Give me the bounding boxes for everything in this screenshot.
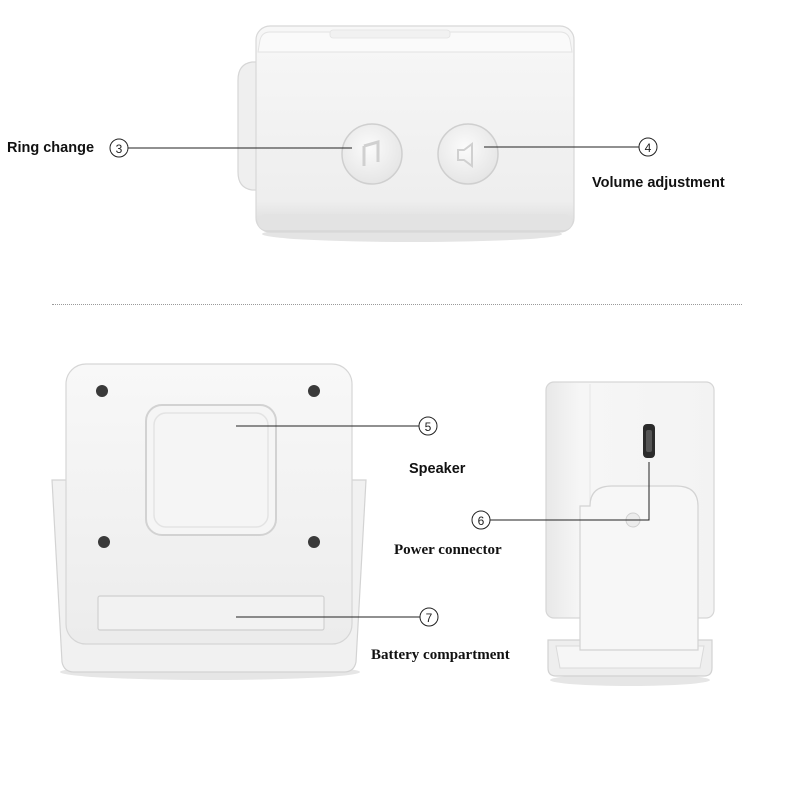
screw-hole [98,536,110,548]
volume-button [437,123,499,185]
callout-number-7: 7 [426,611,433,625]
callout-number-5: 5 [425,420,432,434]
callout-number-4: 4 [645,141,652,155]
speaker-unit-illustration [51,363,367,680]
top-device-illustration [237,25,575,242]
speaker-grille [145,404,277,536]
label-battery-compartment: Battery compartment [371,647,510,663]
callout-number-6: 6 [478,514,485,528]
label-ring-change: Ring change [7,140,95,156]
screw-hole [96,385,108,397]
label-speaker: Speaker [409,461,466,477]
screw-hole [308,536,320,548]
ring-change-button [341,123,403,185]
label-volume-adjustment: Volume adjustment [592,175,725,191]
side-unit-illustration [545,381,715,686]
screw-hole [308,385,320,397]
label-power-connector: Power connector [394,542,502,558]
battery-cover [97,595,325,631]
callout-number-3: 3 [116,142,123,156]
section-divider [52,304,742,305]
